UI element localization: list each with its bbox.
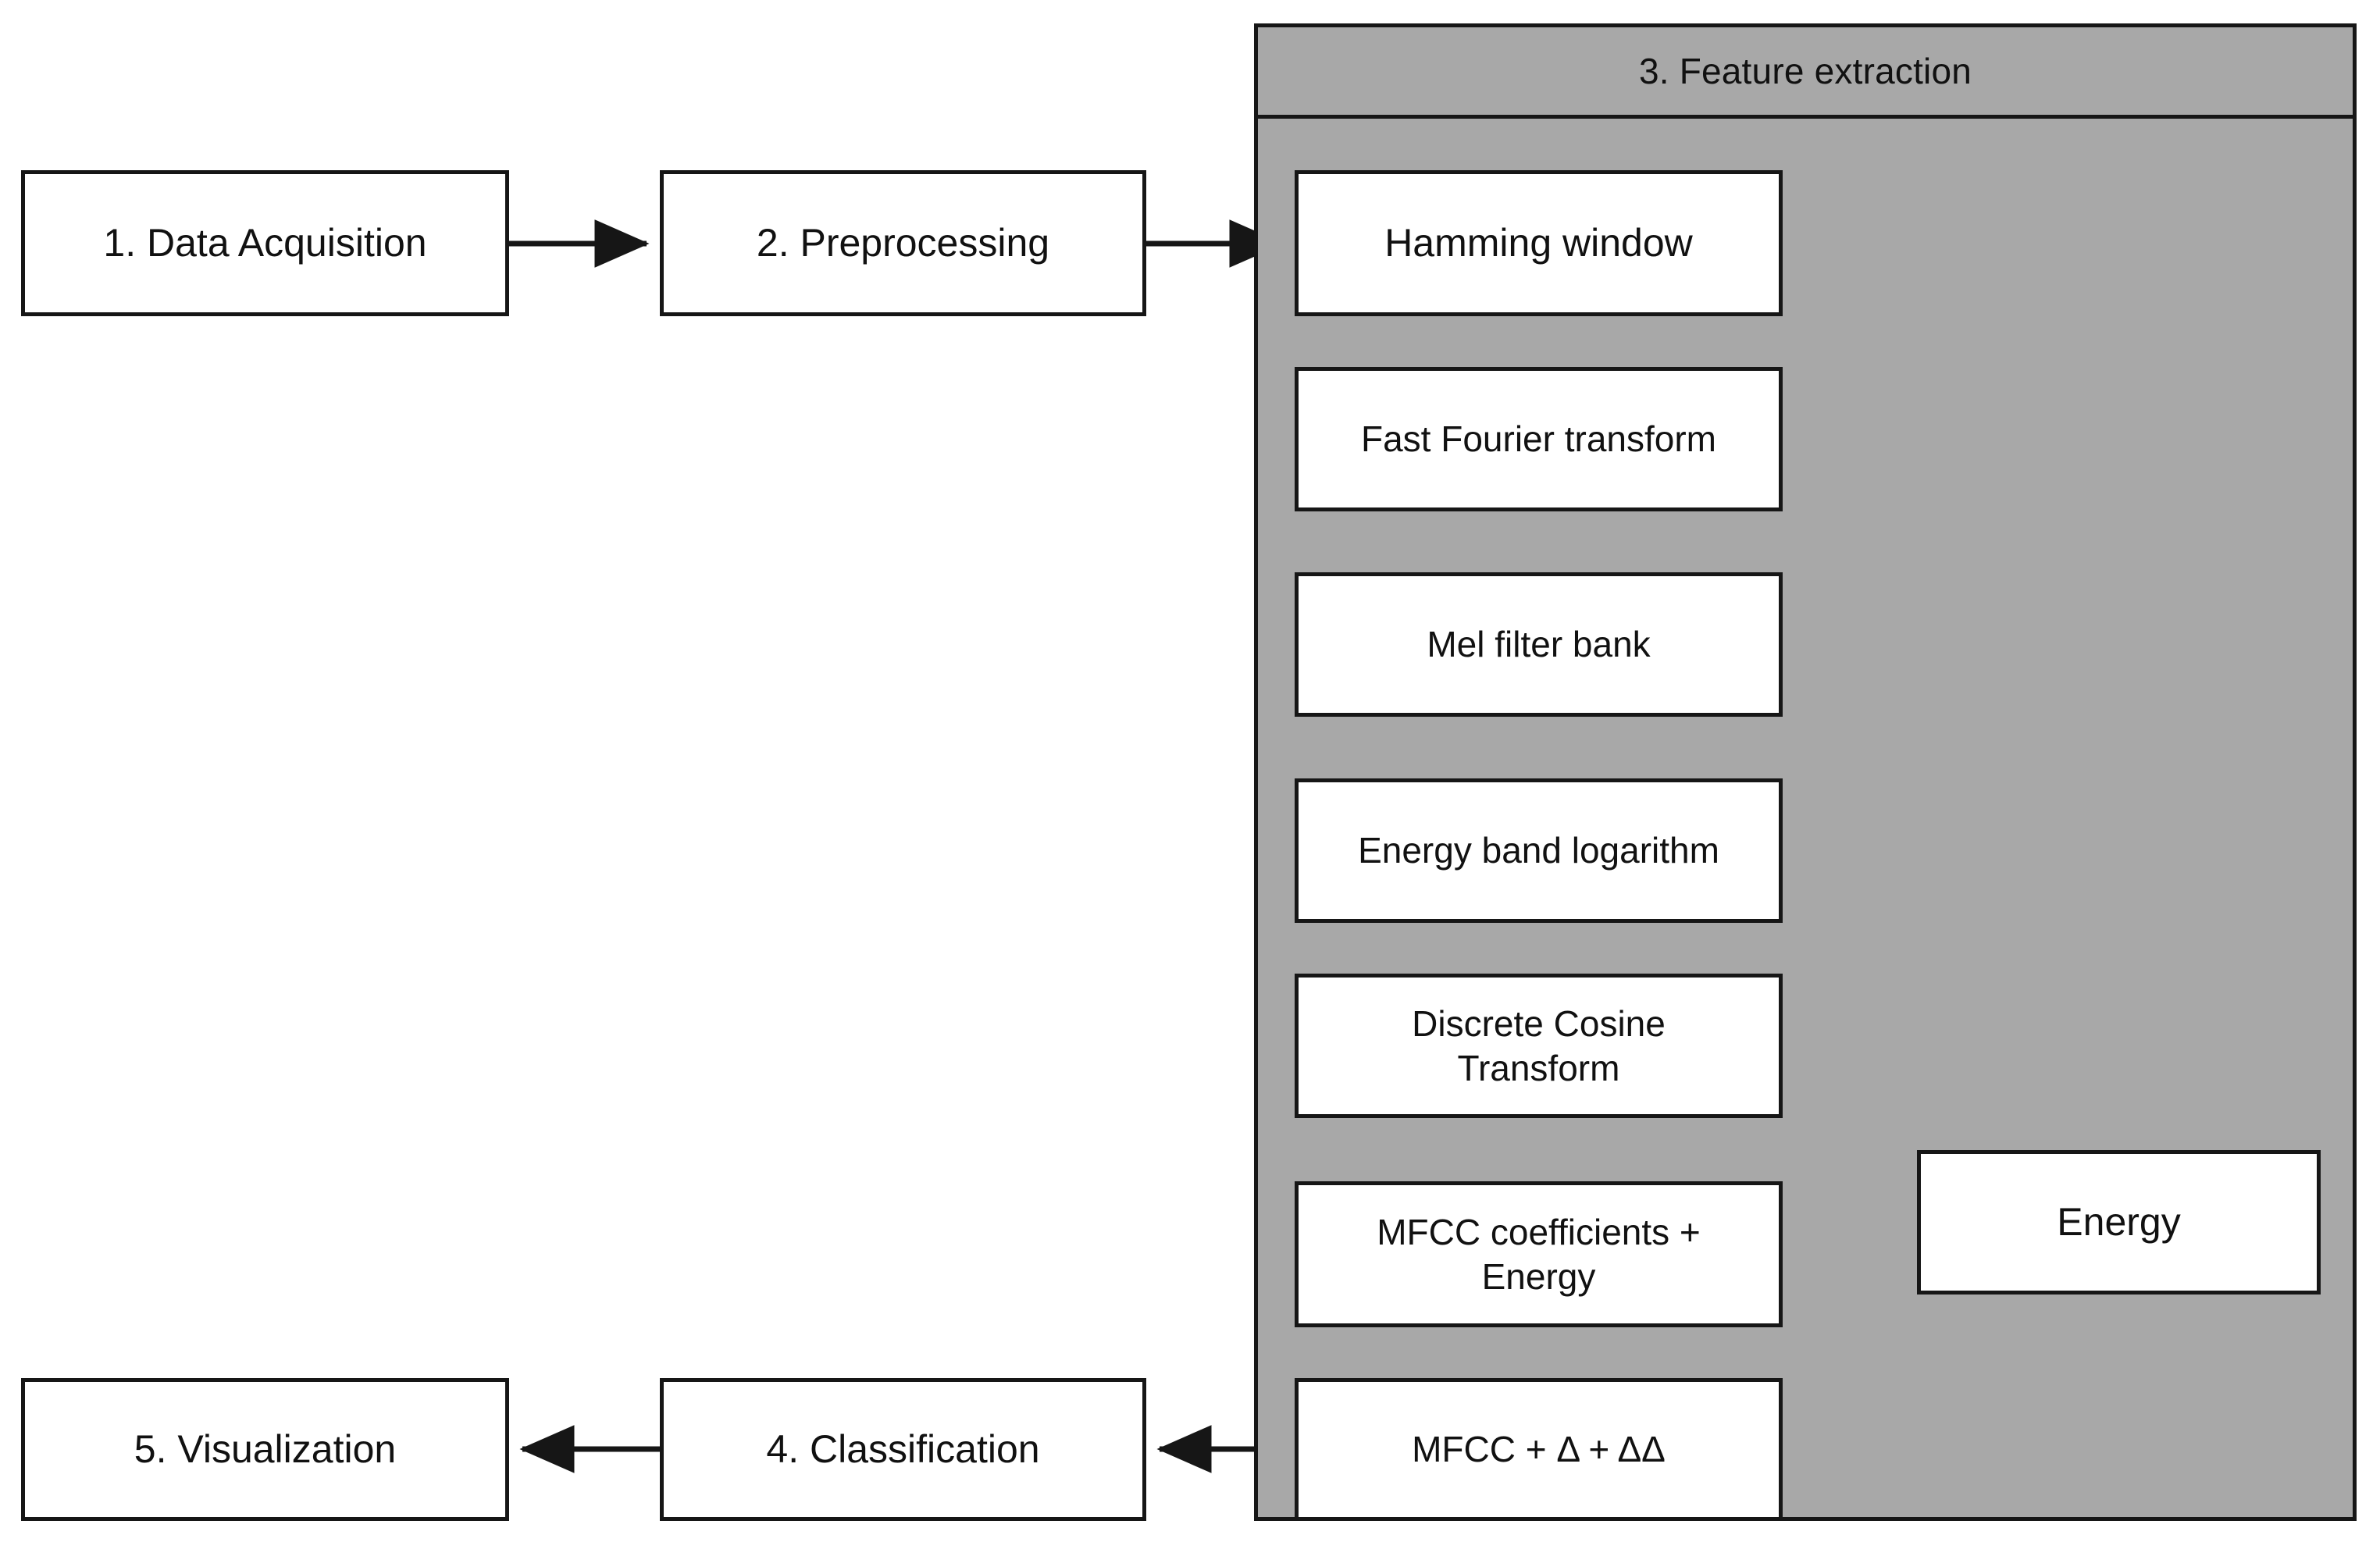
node-discrete-cosine-transform[interactable]: Discrete Cosine Transform: [1295, 974, 1783, 1118]
panel-feature-extraction-header: 3. Feature extraction: [1258, 27, 2353, 119]
node-energy-band-logarithm-label: Energy band logarithm: [1358, 830, 1719, 871]
node-fast-fourier-transform[interactable]: Fast Fourier transform: [1295, 367, 1783, 511]
node-hamming-window[interactable]: Hamming window: [1295, 170, 1783, 316]
node-energy[interactable]: Energy: [1917, 1150, 2321, 1294]
node-visualization-label: 5. Visualization: [134, 1427, 397, 1471]
node-mfcc-coefficients-energy-label: MFCC coefficients + Energy: [1377, 1212, 1701, 1297]
node-energy-band-logarithm[interactable]: Energy band logarithm: [1295, 778, 1783, 923]
node-mfcc-deltas[interactable]: MFCC + Δ + ΔΔ: [1295, 1378, 1783, 1521]
node-preprocessing-label: 2. Preprocessing: [756, 221, 1050, 265]
node-mel-filter-bank[interactable]: Mel filter bank: [1295, 572, 1783, 717]
node-discrete-cosine-transform-label: Discrete Cosine Transform: [1412, 1003, 1666, 1088]
node-fast-fourier-transform-label: Fast Fourier transform: [1361, 418, 1716, 460]
node-classification-label: 4. Classification: [766, 1427, 1040, 1471]
node-mfcc-deltas-label: MFCC + Δ + ΔΔ: [1412, 1429, 1666, 1470]
node-hamming-window-label: Hamming window: [1384, 221, 1693, 265]
node-visualization[interactable]: 5. Visualization: [21, 1378, 509, 1521]
node-mfcc-coefficients-energy[interactable]: MFCC coefficients + Energy: [1295, 1181, 1783, 1327]
node-data-acquisition[interactable]: 1. Data Acquisition: [21, 170, 509, 316]
node-mel-filter-bank-label: Mel filter bank: [1427, 624, 1651, 665]
node-energy-label: Energy: [2057, 1200, 2181, 1244]
node-preprocessing[interactable]: 2. Preprocessing: [660, 170, 1146, 316]
panel-feature-extraction-title: 3. Feature extraction: [1638, 51, 1972, 91]
node-data-acquisition-label: 1. Data Acquisition: [103, 221, 427, 265]
node-classification[interactable]: 4. Classification: [660, 1378, 1146, 1521]
